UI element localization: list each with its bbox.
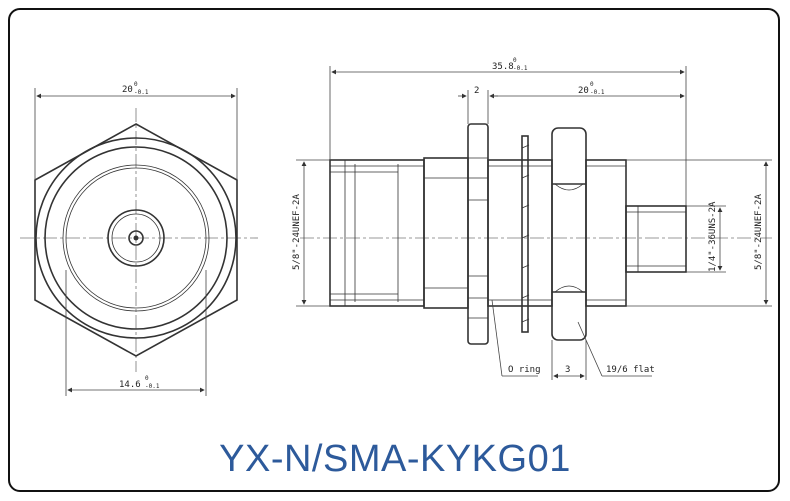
thread-circle	[65, 167, 207, 309]
overall-dim-base: 35.8	[492, 62, 514, 72]
side-view: 35.8 0 -0.1 2 20 0 -0.1 5/8"-24UNEF-2A 5…	[292, 57, 772, 380]
right-len-base: 20	[578, 86, 589, 96]
front-view: 20 0 -0.1 14.6 0 -0.1	[20, 81, 258, 396]
width-dim-tol-upper: 0	[134, 81, 138, 88]
flange-circle	[44, 146, 228, 330]
left-thread-label: 5/8"-24UNEF-2A	[292, 194, 302, 270]
hex-nut-side	[551, 127, 587, 341]
washer-teeth	[521, 144, 530, 323]
hex-inscribed-circle	[35, 137, 237, 339]
sma-jack	[625, 205, 687, 273]
flange-thk-label: 2	[474, 86, 479, 96]
lock-washer	[521, 135, 529, 333]
body-circle	[62, 164, 210, 312]
bore-dim-base: 14.6	[119, 380, 141, 390]
pin-socket-circle	[128, 230, 144, 246]
dielectric-inner-circle	[111, 213, 161, 263]
center-pin	[133, 235, 139, 241]
bore-dim-tol-lower: -0.1	[145, 383, 160, 390]
n-body	[329, 159, 425, 307]
right-thread-label: 5/8"-24UNEF-2A	[754, 194, 764, 270]
small-thread-label: 1/4"-36UNS-2A	[708, 201, 718, 272]
overall-dim-tol-lower: -0.1	[513, 65, 528, 72]
threaded-shank	[487, 159, 553, 307]
right-body	[585, 159, 627, 307]
drawing-frame	[8, 8, 780, 492]
gap-label: 3	[565, 365, 570, 375]
flat-leader	[577, 321, 603, 377]
right-len-tol-lower: -0.1	[590, 89, 605, 96]
bore-dim-tol-upper: 0	[145, 375, 149, 382]
overall-dim-tol-upper: 0	[513, 57, 517, 64]
mid-body	[423, 157, 469, 309]
oring-label: O ring	[508, 365, 541, 375]
flange	[467, 123, 489, 345]
dielectric-circle	[107, 209, 165, 267]
nut-chamfers	[554, 183, 584, 293]
right-len-tol-upper: 0	[590, 81, 594, 88]
width-dim-base: 20	[122, 85, 133, 95]
flat-label: 19/6 flat	[606, 365, 655, 375]
width-dim-tol-lower: -0.1	[134, 89, 149, 96]
product-title: YX-N/SMA-KYKG01	[219, 438, 571, 480]
oring-leader	[491, 299, 503, 377]
